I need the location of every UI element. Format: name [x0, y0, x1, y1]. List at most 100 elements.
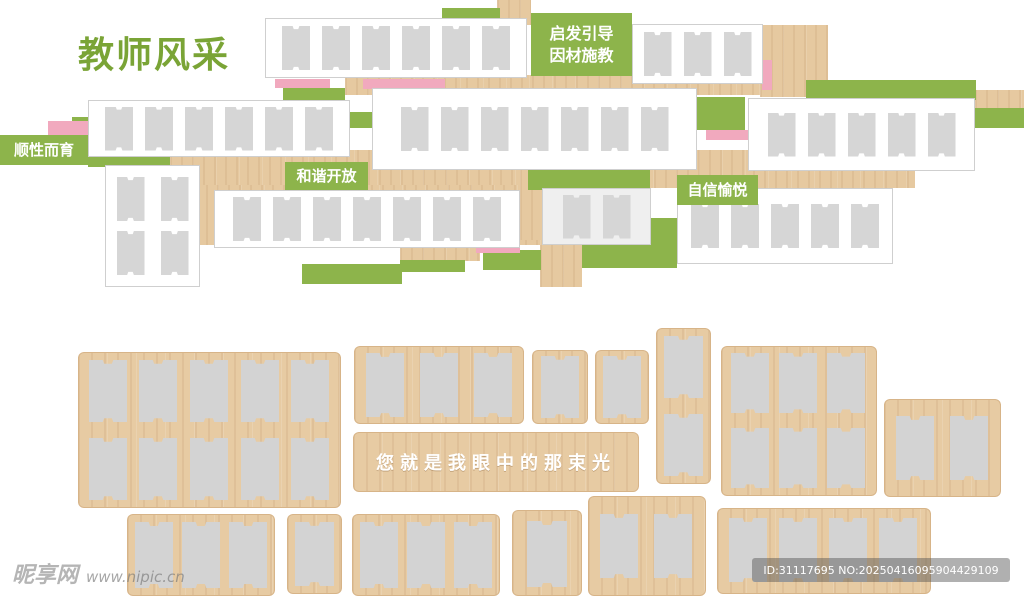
- wood-board: [595, 350, 649, 424]
- photo-slot: [190, 360, 228, 422]
- wood-strip: [400, 245, 480, 261]
- photo-slot: [541, 356, 579, 418]
- photo-slot: [190, 438, 228, 500]
- photo-slot: [482, 26, 510, 70]
- photo-slot: [664, 336, 703, 398]
- photo-panel: [105, 165, 200, 287]
- photo-slot: [950, 416, 988, 480]
- photo-slot: [927, 112, 956, 157]
- photo-slot: [420, 353, 458, 417]
- watermark-id-text: ID:31117695 NO:20250416095904429109: [763, 563, 999, 577]
- green-strip: [283, 88, 345, 100]
- photo-slot: [400, 107, 429, 151]
- photo-slot: [433, 197, 461, 241]
- photo-slot: [454, 522, 492, 588]
- watermark-logo-text: 昵享网: [12, 563, 79, 588]
- photo-slot: [362, 26, 390, 70]
- photo-slot: [440, 107, 469, 151]
- photo-slot: [407, 522, 445, 588]
- wood-board: [717, 508, 931, 594]
- pink-strip: [762, 60, 772, 90]
- photo-slot: [729, 518, 767, 582]
- green-strip: [483, 250, 541, 270]
- photo-slot: [105, 106, 133, 151]
- photo-panel: [372, 88, 697, 170]
- photo-slot: [473, 197, 501, 241]
- photo-slot: [654, 514, 692, 578]
- photo-slot: [562, 194, 591, 239]
- photo-panel: [265, 18, 527, 78]
- photo-slot: [664, 414, 703, 476]
- watermark-logo: 昵享网 www.nipic.cn: [12, 557, 185, 589]
- photo-slot: [185, 106, 213, 151]
- photo-slot: [322, 26, 350, 70]
- pink-strip: [363, 79, 445, 89]
- photo-slot: [282, 26, 310, 70]
- photo-slot: [602, 194, 631, 239]
- photo-slot: [116, 231, 145, 275]
- photo-slot: [887, 112, 916, 157]
- photo-panel: [748, 98, 975, 171]
- photo-slot: [683, 32, 712, 76]
- photo-slot: [393, 197, 421, 241]
- photo-slot: [827, 428, 865, 488]
- photo-slot: [305, 106, 333, 151]
- photo-slot: [731, 204, 759, 248]
- tag-shunxing-eryu: 顺性而育: [0, 135, 88, 165]
- photo-slot: [116, 177, 145, 221]
- photo-slot: [827, 353, 865, 413]
- photo-slot: [182, 522, 220, 588]
- photo-slot: [603, 356, 641, 418]
- wood-board: [512, 510, 582, 596]
- photo-slot: [600, 107, 629, 151]
- photo-slot: [480, 107, 509, 151]
- photo-panel: [88, 100, 350, 157]
- watermark-id: ID:31117695 NO:20250416095904429109: [752, 558, 1010, 582]
- photo-slot: [723, 32, 752, 76]
- photo-slot: [731, 353, 769, 413]
- photo-slot: [643, 32, 672, 76]
- photo-slot: [779, 353, 817, 413]
- photo-slot: [233, 197, 261, 241]
- wood-board: [352, 514, 500, 596]
- photo-slot: [160, 177, 189, 221]
- photo-slot: [829, 518, 867, 582]
- photo-slot: [402, 26, 430, 70]
- photo-slot: [520, 107, 549, 151]
- photo-slot: [879, 518, 917, 582]
- pink-strip: [476, 245, 520, 253]
- photo-slot: [273, 197, 301, 241]
- green-strip: [975, 108, 1024, 128]
- photo-slot: [229, 522, 267, 588]
- pink-strip: [275, 79, 330, 88]
- photo-slot: [265, 106, 293, 151]
- tag-zixin-yuyue: 自信愉悦: [677, 175, 758, 205]
- green-strip: [302, 264, 402, 284]
- photo-slot: [139, 360, 177, 422]
- wood-board: [532, 350, 588, 424]
- photo-slot: [353, 197, 381, 241]
- photo-slot: [771, 204, 799, 248]
- photo-slot: [366, 353, 404, 417]
- green-strip: [88, 157, 170, 167]
- photo-panel: [632, 24, 763, 84]
- photo-slot: [527, 521, 567, 587]
- photo-slot: [360, 522, 398, 588]
- wood-board: [354, 346, 524, 424]
- photo-slot: [691, 204, 719, 248]
- photo-slot: [731, 428, 769, 488]
- photo-slot: [847, 112, 876, 157]
- green-strip: [806, 80, 976, 100]
- wood-board: [287, 514, 342, 594]
- photo-slot: [241, 360, 279, 422]
- wood-board: [884, 399, 1001, 497]
- green-strip: [442, 8, 500, 21]
- tag-hexie-kaifang: 和谐开放: [285, 162, 368, 190]
- photo-slot: [640, 107, 669, 151]
- photo-slot: [291, 360, 329, 422]
- photo-slot: [313, 197, 341, 241]
- photo-panel: [542, 188, 651, 245]
- wood-board: [721, 346, 877, 496]
- photo-slot: [851, 204, 879, 248]
- green-strip: [528, 170, 650, 190]
